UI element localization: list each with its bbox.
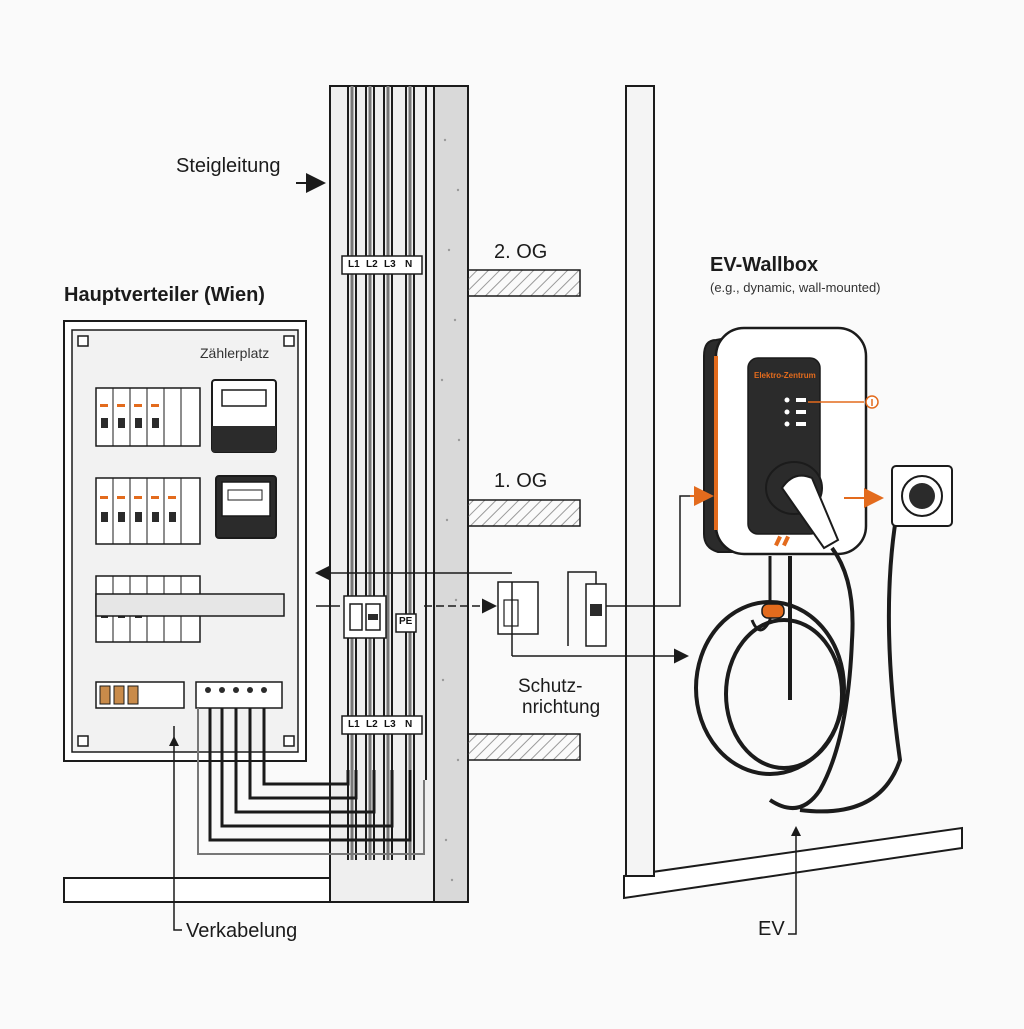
main-distribution-cabinet — [63, 320, 425, 855]
verkabelung-leader — [173, 726, 182, 931]
phase-label-l3: L3 — [384, 719, 396, 730]
floor-2-label: 2. OG — [494, 241, 548, 263]
socket-icon — [844, 465, 953, 527]
wallbox-subtitle: (e.g., dynamic, wall-mounted) — [710, 280, 881, 295]
pe-label: PE — [399, 616, 413, 627]
protection-label-line2: nrichtung — [522, 697, 601, 718]
phase-label-l1: L1 — [348, 719, 360, 730]
phase-label-l2: L2 — [366, 259, 378, 270]
wallbox-brand: Elektro-Zentrum — [754, 371, 816, 380]
right-wall — [625, 85, 655, 877]
floor-base — [63, 826, 963, 903]
protection-label-line1: Schutz- — [518, 676, 583, 697]
phase-label-l2: L2 — [366, 719, 378, 730]
arrow-up-icon — [791, 826, 801, 836]
ev-wallbox — [690, 326, 903, 814]
phase-label-n: N — [405, 259, 413, 270]
ev-leader — [788, 836, 797, 935]
phase-label-l1: L1 — [348, 259, 360, 270]
floor-slabs — [467, 269, 581, 761]
phase-label-n: N — [405, 719, 413, 730]
steigleitung-label: Steigleitung — [176, 155, 281, 177]
phase-label-l3: L3 — [384, 259, 396, 270]
wallbox-title: EV-Wallbox — [710, 254, 819, 276]
riser-wall — [329, 85, 469, 903]
cabling-label: Verkabelung — [186, 920, 298, 942]
arrow-up-icon — [169, 736, 179, 746]
meter-space-label: Zählerplatz — [200, 345, 270, 361]
floor-1-label: 1. OG — [494, 470, 548, 492]
ev-label: EV — [758, 918, 785, 940]
main-distribution-title: Hauptverteiler (Wien) — [64, 284, 265, 306]
